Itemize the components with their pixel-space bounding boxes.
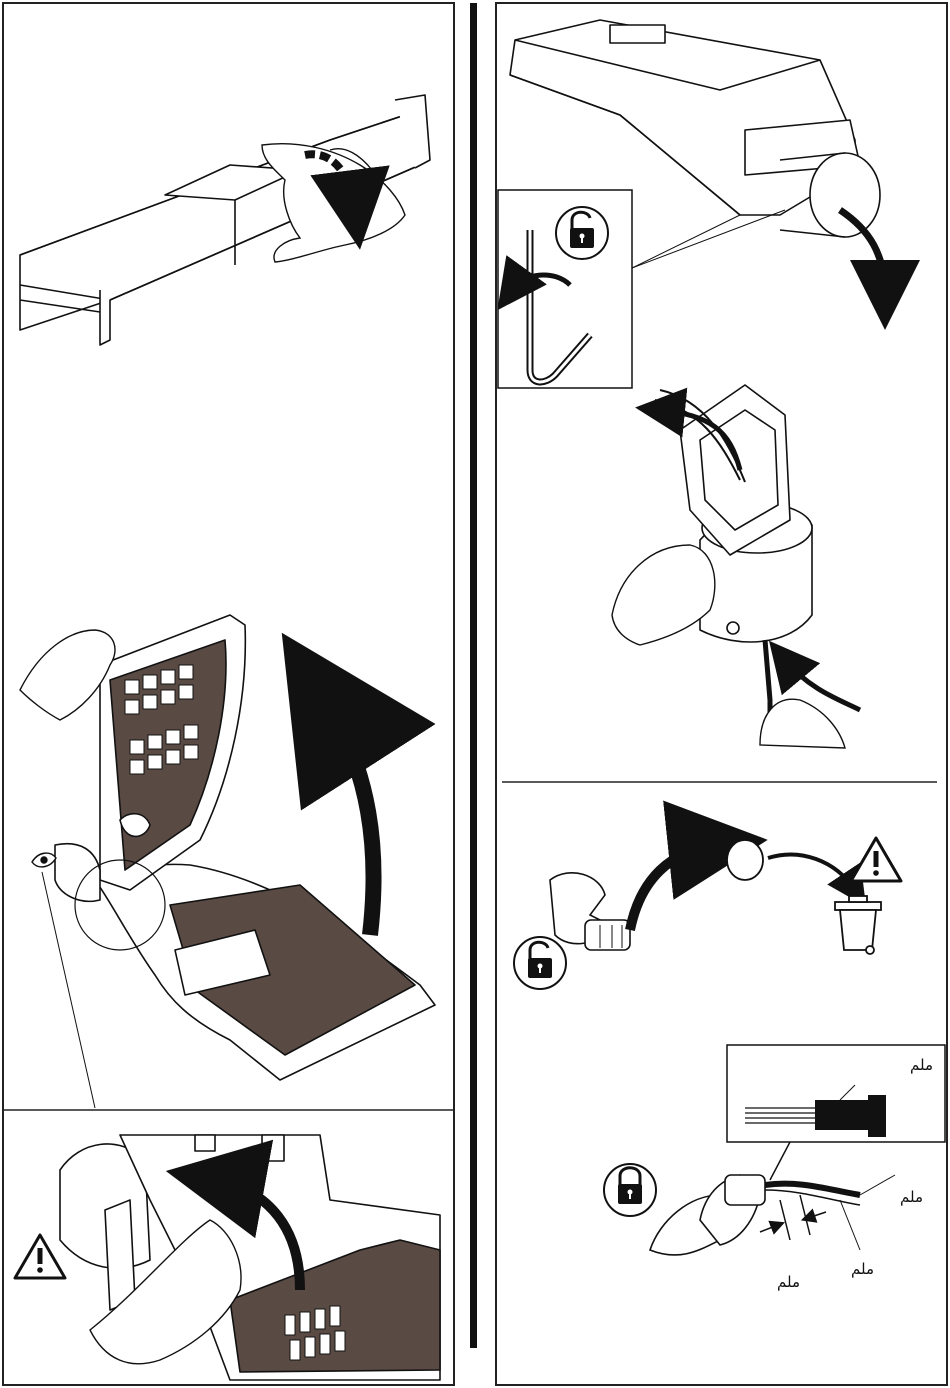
warning-triangle-icon bbox=[851, 838, 901, 881]
hex-key-inset bbox=[498, 190, 785, 388]
mm-label-b: ملم bbox=[851, 1262, 874, 1277]
step7-gland-wrench bbox=[650, 1175, 895, 1255]
waste-bin-icon bbox=[835, 896, 881, 954]
mm-label-a: ملم bbox=[900, 1190, 923, 1205]
step2-callout-line bbox=[42, 872, 95, 1108]
step2-lift-arrow bbox=[325, 700, 374, 935]
padlock-closed-icon bbox=[604, 1164, 656, 1216]
step6-arrow-remove bbox=[630, 845, 718, 930]
step7-dimension-arrows bbox=[760, 1195, 826, 1240]
step6-gland-cap bbox=[727, 840, 763, 880]
mm-label-c: ملم bbox=[777, 1275, 800, 1290]
step6-gland-assembly bbox=[550, 873, 630, 950]
padlock-open-icon bbox=[556, 207, 608, 259]
eye-icon bbox=[32, 853, 56, 867]
warning-triangle-icon bbox=[15, 1235, 65, 1278]
step6-arrow-discard bbox=[768, 855, 855, 890]
center-divider-bar bbox=[470, 3, 477, 1348]
mm-label-inset: ملم bbox=[910, 1058, 933, 1073]
padlock-open-icon bbox=[514, 937, 566, 989]
